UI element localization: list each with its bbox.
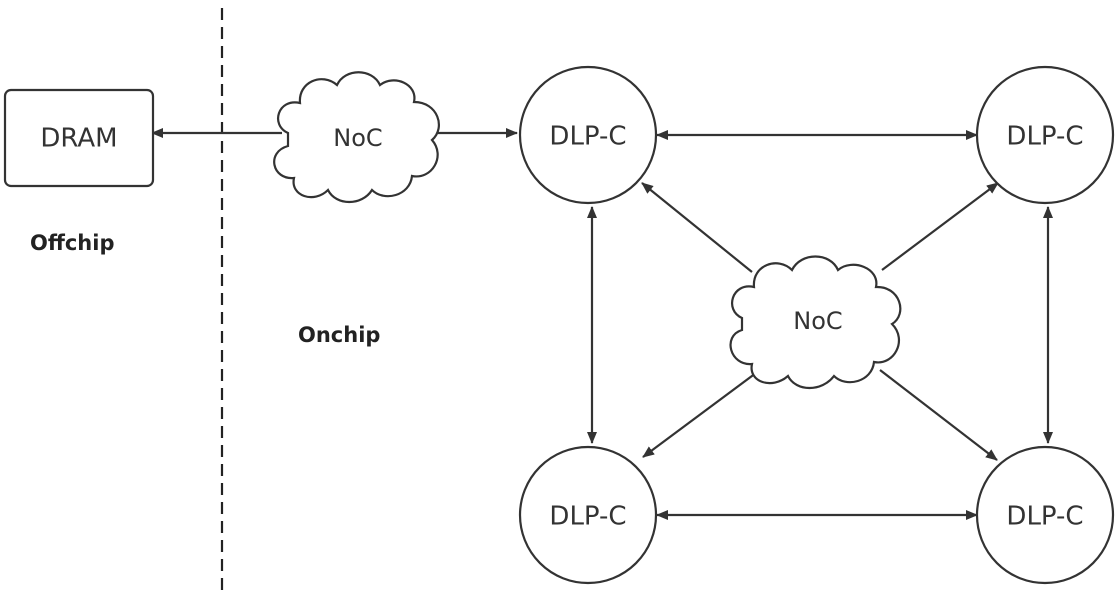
onchip-label: Onchip — [298, 323, 380, 347]
dlp-bottom-left-label: DLP-C — [549, 502, 626, 532]
dlp-node-top-left: DLP-C — [518, 65, 658, 205]
dram-node: DRAM — [3, 88, 155, 188]
edge-noc-center-to-dlp-bottom-right — [879, 369, 998, 461]
dlp-top-right-label: DLP-C — [1006, 122, 1083, 152]
edge-noc-center-to-dlp-bottom-left — [642, 369, 761, 458]
edge-noc-center-to-dlp-top-right — [881, 182, 999, 271]
offchip-label: Offchip — [30, 231, 115, 255]
dram-label: DRAM — [40, 124, 117, 154]
noc-center-label: NoC — [793, 307, 842, 335]
dlp-node-bottom-right: DLP-C — [975, 445, 1115, 585]
edge-noc-center-to-dlp-top-left — [641, 182, 753, 273]
dlp-bottom-right-label: DLP-C — [1006, 502, 1083, 532]
cloud-icon — [729, 255, 902, 390]
noc-cloud-center: NoC — [729, 255, 902, 390]
cloud-icon — [273, 71, 440, 204]
noc-cloud-top: NoC — [273, 71, 440, 204]
dlp-node-top-right: DLP-C — [975, 65, 1115, 205]
noc-top-label: NoC — [333, 124, 382, 152]
dlp-top-left-label: DLP-C — [549, 122, 626, 152]
dlp-node-bottom-left: DLP-C — [518, 445, 658, 585]
connections — [151, 128, 1053, 520]
